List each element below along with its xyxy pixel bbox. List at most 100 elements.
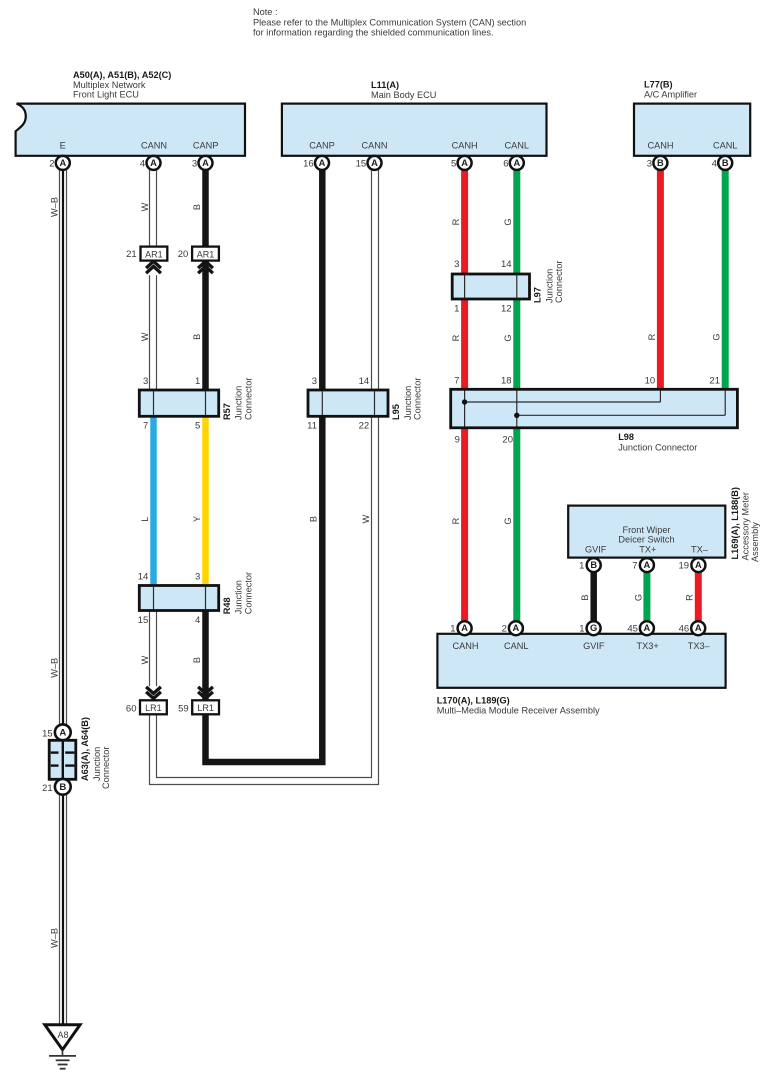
svg-text:R: R xyxy=(685,594,695,601)
svg-text:CANH: CANH xyxy=(452,641,478,651)
svg-text:Junction: Junction xyxy=(403,386,413,420)
svg-text:3: 3 xyxy=(192,158,197,169)
svg-text:21: 21 xyxy=(42,783,53,794)
svg-text:20: 20 xyxy=(502,435,513,446)
svg-text:16: 16 xyxy=(303,158,314,169)
svg-text:12: 12 xyxy=(501,304,512,315)
svg-text:Deicer Switch: Deicer Switch xyxy=(618,535,674,545)
svg-text:TX+: TX+ xyxy=(639,545,656,555)
svg-text:R: R xyxy=(451,517,461,524)
svg-text:15: 15 xyxy=(356,158,367,169)
svg-text:Junction: Junction xyxy=(234,386,244,420)
svg-text:Note :: Note : xyxy=(253,7,278,17)
svg-text:W: W xyxy=(140,655,150,664)
svg-text:3: 3 xyxy=(312,376,317,387)
svg-text:A: A xyxy=(59,158,66,168)
svg-text:A: A xyxy=(202,158,209,168)
svg-text:22: 22 xyxy=(359,421,370,432)
svg-text:CANN: CANN xyxy=(141,140,167,150)
svg-text:A: A xyxy=(513,158,520,168)
svg-text:21: 21 xyxy=(126,249,137,260)
svg-text:60: 60 xyxy=(126,703,137,714)
svg-text:A: A xyxy=(695,560,702,570)
svg-text:1: 1 xyxy=(454,304,459,315)
svg-text:B: B xyxy=(580,594,590,600)
svg-text:TX3–: TX3– xyxy=(688,641,711,651)
svg-text:A8: A8 xyxy=(57,1030,68,1040)
svg-text:Multiplex Network: Multiplex Network xyxy=(73,80,146,90)
svg-text:18: 18 xyxy=(501,376,512,387)
svg-text:2: 2 xyxy=(49,158,54,169)
svg-text:CANN: CANN xyxy=(361,140,387,150)
svg-text:L98: L98 xyxy=(618,432,634,442)
svg-text:11: 11 xyxy=(307,421,317,432)
svg-text:L97: L97 xyxy=(533,287,543,303)
svg-text:4: 4 xyxy=(712,158,717,169)
svg-text:A: A xyxy=(644,560,651,570)
svg-text:7: 7 xyxy=(632,561,637,572)
svg-text:CANL: CANL xyxy=(713,140,738,150)
svg-text:B: B xyxy=(722,158,729,168)
svg-text:GVIF: GVIF xyxy=(585,545,607,555)
svg-text:5: 5 xyxy=(451,158,456,169)
svg-text:B: B xyxy=(192,204,202,210)
svg-text:4: 4 xyxy=(195,615,200,626)
svg-text:14: 14 xyxy=(359,376,370,387)
svg-text:B: B xyxy=(309,516,319,522)
svg-text:CANP: CANP xyxy=(193,140,219,150)
svg-text:1: 1 xyxy=(450,624,455,635)
svg-text:5: 5 xyxy=(195,421,200,432)
svg-text:20: 20 xyxy=(178,249,189,260)
svg-text:2: 2 xyxy=(502,624,507,635)
svg-text:G: G xyxy=(590,623,597,633)
svg-text:A/C Amplifier: A/C Amplifier xyxy=(644,90,697,100)
svg-text:W–B: W–B xyxy=(49,928,59,948)
svg-text:AR1: AR1 xyxy=(145,249,163,259)
svg-text:W–B: W–B xyxy=(49,197,59,217)
svg-text:G: G xyxy=(503,517,513,524)
svg-text:1: 1 xyxy=(195,376,200,387)
svg-text:LR1: LR1 xyxy=(145,703,162,713)
svg-text:A: A xyxy=(319,158,326,168)
svg-text:Multi–Media Module Receiver As: Multi–Media Module Receiver Assembly xyxy=(437,706,600,716)
svg-text:Y: Y xyxy=(192,516,202,522)
svg-text:L: L xyxy=(140,516,150,521)
svg-text:Accessory Meter: Accessory Meter xyxy=(741,492,751,560)
svg-text:Junction: Junction xyxy=(92,747,102,781)
svg-text:45: 45 xyxy=(627,624,638,635)
svg-text:L170(A), L189(G): L170(A), L189(G) xyxy=(437,696,510,706)
svg-text:1: 1 xyxy=(579,624,584,635)
svg-text:W: W xyxy=(140,202,150,211)
svg-text:B: B xyxy=(192,334,202,340)
svg-text:L169(A), L188(B): L169(A), L188(B) xyxy=(730,487,740,560)
svg-text:GVIF: GVIF xyxy=(583,641,605,651)
svg-text:Connector: Connector xyxy=(243,378,253,420)
svg-text:Connector: Connector xyxy=(101,747,111,789)
svg-text:Front Light ECU: Front Light ECU xyxy=(73,89,139,99)
svg-text:A: A xyxy=(695,623,702,633)
svg-text:AR1: AR1 xyxy=(197,249,215,259)
svg-text:R: R xyxy=(451,218,461,225)
svg-text:B: B xyxy=(590,560,597,570)
svg-text:L11(A): L11(A) xyxy=(371,80,399,90)
svg-text:W: W xyxy=(140,332,150,341)
svg-text:9: 9 xyxy=(455,435,460,446)
svg-text:CANH: CANH xyxy=(647,140,673,150)
svg-text:7: 7 xyxy=(454,376,459,387)
svg-text:G: G xyxy=(503,334,513,341)
svg-text:21: 21 xyxy=(709,376,720,387)
svg-text:3: 3 xyxy=(195,572,200,583)
svg-text:A: A xyxy=(461,623,468,633)
svg-text:59: 59 xyxy=(178,703,189,714)
svg-text:W–B: W–B xyxy=(49,658,59,678)
svg-text:W: W xyxy=(361,514,371,523)
svg-text:10: 10 xyxy=(645,376,656,387)
svg-text:CANP: CANP xyxy=(309,140,335,150)
svg-text:A63(A), A64(B): A63(A), A64(B) xyxy=(80,717,90,781)
svg-text:3: 3 xyxy=(454,259,459,270)
svg-text:L77(B): L77(B) xyxy=(644,79,673,89)
svg-text:R: R xyxy=(451,334,461,341)
svg-text:Junction Connector: Junction Connector xyxy=(618,442,697,452)
svg-text:G: G xyxy=(633,594,643,601)
svg-text:A: A xyxy=(513,623,520,633)
